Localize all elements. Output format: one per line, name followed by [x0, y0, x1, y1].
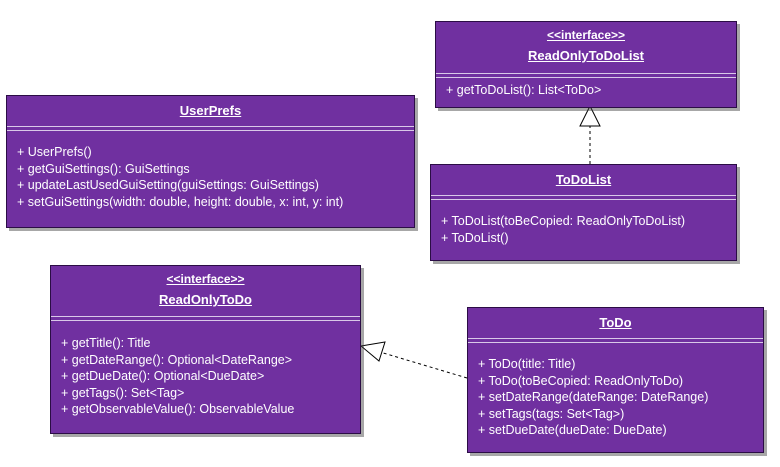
- class-name: ReadOnlyToDoList: [527, 48, 645, 63]
- realization-arrowhead-1: [579, 104, 601, 127]
- divider: [51, 316, 360, 317]
- divider: [431, 195, 736, 196]
- class-readonlytodolist[interactable]: <<interface>> ReadOnlyToDoList + getToDo…: [435, 21, 737, 108]
- operation: + getGuiSettings(): GuiSettings: [17, 161, 190, 176]
- class-readonlytodo[interactable]: <<interface>> ReadOnlyToDo + getTitle():…: [50, 265, 361, 434]
- divider: [51, 320, 360, 321]
- class-name: ToDoList: [555, 172, 612, 187]
- operation: + ToDoList(toBeCopied: ReadOnlyToDoList): [441, 214, 685, 228]
- realization-arrowhead-2: [359, 341, 386, 362]
- stereotype-label: <<interface>>: [546, 28, 626, 42]
- operations-list: + getToDoList(): List<ToDo>: [446, 82, 732, 99]
- operation: + setDateRange(dateRange: DateRange): [478, 390, 709, 404]
- operations-list: + ToDo(title: Title) + ToDo(toBeCopied: …: [478, 356, 759, 439]
- divider: [468, 342, 763, 343]
- operation: + setTags(tags: Set<Tag>): [478, 406, 625, 421]
- stereotype-label: <<interface>>: [166, 272, 245, 286]
- operation: + ToDo(title: Title): [478, 357, 576, 371]
- divider: [431, 199, 736, 200]
- class-userprefs[interactable]: UserPrefs + UserPrefs() + getGuiSettings…: [6, 95, 415, 228]
- class-name: UserPrefs: [179, 103, 242, 118]
- operation: + getTags(): Set<Tag>: [61, 385, 185, 400]
- divider: [436, 77, 736, 78]
- divider: [468, 338, 763, 339]
- class-todo[interactable]: ToDo + ToDo(title: Title) + ToDo(toBeCop…: [467, 307, 764, 453]
- operation: + setGuiSettings(width: double, height: …: [17, 194, 344, 209]
- operation: + ToDo(toBeCopied: ReadOnlyToDo): [478, 373, 684, 388]
- operation: + getDateRange(): Optional<DateRange>: [61, 352, 293, 367]
- operation: + getDueDate(): Optional<DueDate>: [61, 369, 265, 383]
- operation: + setDueDate(dueDate: DueDate): [478, 423, 667, 437]
- divider: [7, 130, 414, 131]
- divider: [436, 73, 736, 74]
- class-todolist[interactable]: ToDoList + ToDoList(toBeCopied: ReadOnly…: [430, 164, 737, 261]
- operation: + getObservableValue(): ObservableValue: [61, 402, 295, 416]
- operations-list: + ToDoList(toBeCopied: ReadOnlyToDoList)…: [441, 213, 732, 246]
- operation: + updateLastUsedGuiSetting(guiSettings: …: [17, 178, 319, 192]
- operations-list: + UserPrefs() + getGuiSettings(): GuiSet…: [17, 144, 410, 210]
- operations-list: + getTitle(): Title + getDateRange(): Op…: [61, 335, 356, 418]
- operation: + getToDoList(): List<ToDo>: [446, 83, 602, 97]
- realization-todo-to-readonlytodo: [379, 351, 468, 379]
- operation: + getTitle(): Title: [61, 336, 151, 350]
- operation: + ToDoList(): [441, 230, 509, 245]
- divider: [7, 126, 414, 127]
- operation: + UserPrefs(): [17, 145, 92, 159]
- class-name: ToDo: [599, 315, 632, 330]
- class-name: ReadOnlyToDo: [159, 292, 252, 307]
